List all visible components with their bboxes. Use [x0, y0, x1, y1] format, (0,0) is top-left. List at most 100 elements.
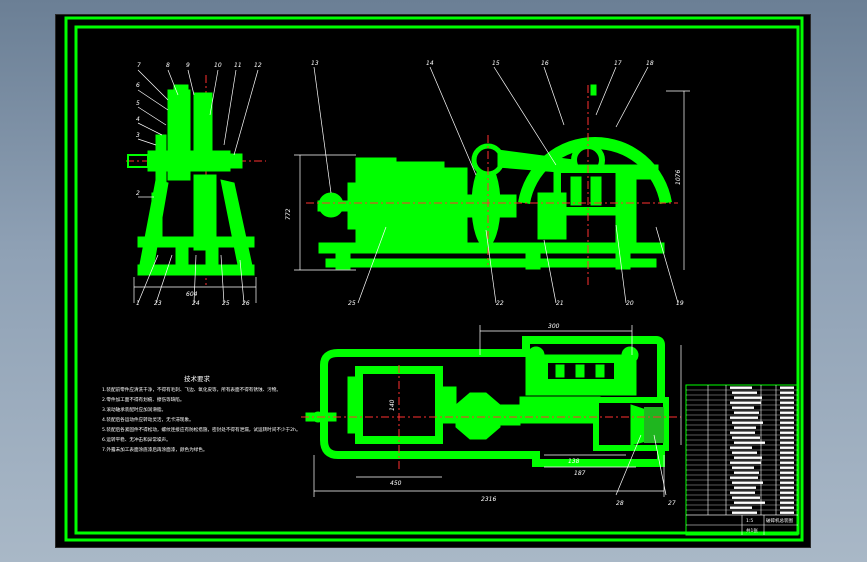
side-view-balloon-labels: 7 8 9 10 11 12 6 5 4 3 2 1 23 24 25 26 6…	[136, 62, 262, 307]
balloon-label: 15	[492, 60, 500, 67]
title-block-sheet: 共1张	[746, 527, 758, 534]
balloon-label: 8	[166, 62, 170, 69]
notes-line: 5.装配后各紧固件不得松动，螺纹连接应有防松措施，密封处不得有泄漏，试运转时间不…	[102, 426, 301, 433]
balloon-label: 20	[626, 300, 634, 307]
dimension-top-span: 300	[548, 323, 560, 330]
front-view-callouts	[294, 66, 690, 304]
parts-cell-text	[780, 421, 794, 424]
parts-cell-text	[780, 411, 794, 414]
parts-cell-text	[732, 451, 757, 454]
parts-cell-text	[730, 401, 761, 404]
balloon-label: 25	[348, 300, 356, 307]
parts-cell-text	[780, 396, 794, 399]
parts-cell-text	[730, 476, 758, 479]
parts-cell-text	[780, 491, 794, 494]
parts-cell-text	[730, 446, 752, 449]
parts-cell-text	[780, 416, 794, 419]
balloon-label: 7	[137, 62, 141, 69]
parts-cell-text	[780, 496, 794, 499]
parts-cell-text	[780, 511, 794, 514]
parts-cell-text	[780, 391, 794, 394]
top-view-dimensions	[313, 325, 682, 497]
parts-list-fills	[730, 386, 794, 514]
parts-cell-text	[734, 501, 765, 504]
parts-cell-text	[734, 426, 756, 429]
parts-cell-text	[734, 411, 759, 414]
balloon-label: 2	[136, 190, 140, 197]
parts-cell-text	[734, 456, 762, 459]
parts-cell-text	[780, 476, 794, 479]
parts-cell-text	[732, 511, 757, 514]
parts-cell-text	[780, 386, 794, 389]
parts-cell-text	[780, 506, 794, 509]
parts-cell-text	[730, 506, 752, 509]
parts-cell-text	[780, 446, 794, 449]
assembly-drawing: 7 8 9 10 11 12 6 5 4 3 2 1 23 24 25 26 6…	[64, 16, 804, 542]
parts-cell-text	[732, 496, 760, 499]
top-view-labels: 300 140 2316 450 138 187 28 27	[389, 323, 676, 507]
parts-cell-text	[780, 406, 794, 409]
notes-line: 4.装配后各运动件应转动灵活，无卡滞现象。	[102, 416, 194, 423]
parts-cell-text	[780, 401, 794, 404]
notes-line: 2.零件加工面不得有划痕、擦伤等缺陷。	[102, 396, 184, 403]
dimension-side-width: 604	[186, 291, 198, 298]
balloon-label: 17	[614, 60, 622, 67]
parts-cell-text	[732, 481, 763, 484]
balloon-label: 27	[668, 500, 676, 507]
parts-cell-text	[730, 416, 758, 419]
parts-list-rows	[686, 389, 798, 516]
balloon-label: 18	[646, 60, 654, 67]
dimension-front-height: 772	[285, 208, 292, 220]
balloon-label: 6	[136, 82, 140, 89]
parts-cell-text	[780, 466, 794, 469]
front-view-balloon-labels: 13 14 15 16 17 18 25 22 21 20 19 772 107…	[285, 60, 684, 307]
parts-cell-text	[732, 421, 763, 424]
inner-frame	[74, 25, 800, 535]
outer-frame	[64, 16, 804, 542]
balloon-label: 23	[154, 300, 162, 307]
parts-cell-text	[732, 406, 754, 409]
parts-cell-text	[734, 471, 759, 474]
technical-notes: 技术要求 1.装配前零件应清洗干净，不得有毛刺、飞边、氧化皮等，所有表面不得有锈…	[102, 374, 301, 453]
parts-cell-text	[780, 486, 794, 489]
notes-line: 7.外露未加工表面涂底漆后再涂面漆，颜色为绿色。	[102, 446, 207, 453]
balloon-label: 26	[242, 300, 250, 307]
balloon-label: 12	[254, 62, 262, 69]
balloon-label: 21	[556, 300, 564, 307]
balloon-label: 4	[136, 116, 140, 123]
dimension-top-width: 2316	[481, 496, 496, 503]
cad-drawing-canvas[interactable]: 7 8 9 10 11 12 6 5 4 3 2 1 23 24 25 26 6…	[55, 14, 811, 548]
balloon-label: 11	[234, 62, 242, 69]
dimension-top-left-span: 450	[390, 480, 402, 487]
front-view	[317, 84, 672, 270]
parts-cell-text	[730, 461, 761, 464]
dimension-top-b: 187	[574, 470, 586, 477]
balloon-label: 13	[311, 60, 319, 67]
parts-cell-text	[780, 461, 794, 464]
parts-cell-text	[734, 396, 762, 399]
balloon-label: 25	[222, 300, 230, 307]
parts-cell-text	[734, 486, 756, 489]
balloon-label: 24	[192, 300, 200, 307]
title-block-text: 破碎机总装图 1:5 共1张	[746, 517, 793, 534]
parts-cell-text	[730, 491, 755, 494]
balloon-label: 14	[426, 60, 434, 67]
parts-cell-text	[780, 431, 794, 434]
balloon-label: 22	[496, 300, 504, 307]
dimension-flywheel-height: 1076	[675, 170, 682, 185]
parts-cell-text	[730, 431, 755, 434]
notes-line: 3.滚动轴承装配时应加润滑脂。	[102, 406, 166, 413]
balloon-label: 19	[676, 300, 684, 307]
dimension-top-inner: 140	[389, 399, 396, 411]
parts-cell-text	[732, 466, 754, 469]
parts-cell-text	[780, 481, 794, 484]
balloon-label: 5	[136, 100, 140, 107]
parts-cell-text	[734, 441, 765, 444]
balloon-label: 28	[616, 500, 624, 507]
side-view-callouts	[133, 69, 259, 304]
parts-cell-text	[732, 436, 760, 439]
parts-cell-text	[732, 391, 757, 394]
notes-title: 技术要求	[184, 374, 211, 383]
dimension-top-a: 138	[568, 458, 580, 465]
balloon-label: 16	[541, 60, 549, 67]
